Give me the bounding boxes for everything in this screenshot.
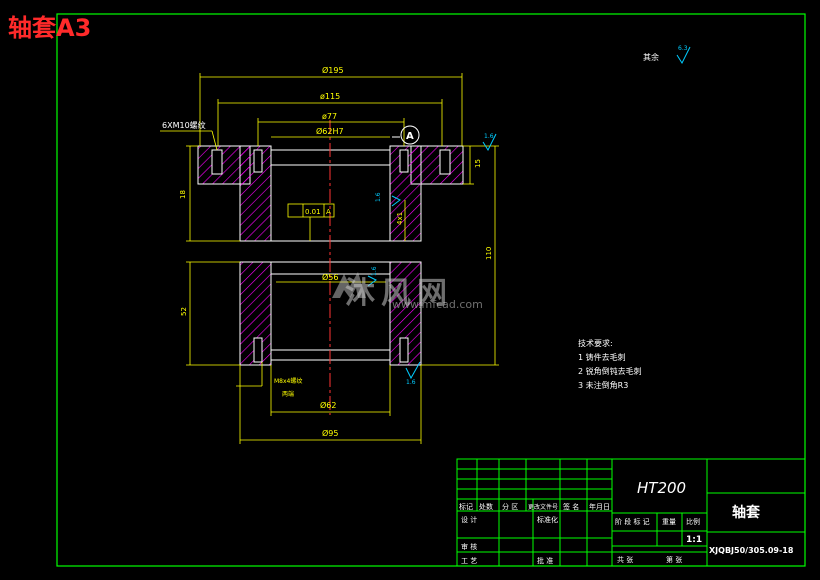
tb-design: 设 计 — [461, 515, 477, 524]
roughness-2: 1.6 — [375, 192, 382, 202]
datum-marker — [392, 125, 420, 145]
tb-sheet: 第 张 — [666, 555, 682, 564]
tb-ratio: 比例 — [686, 517, 700, 526]
roughness-3: 1.6 — [406, 379, 416, 386]
roughness-4: 1.6 — [371, 266, 378, 276]
dim-d115: ø115 — [320, 92, 340, 101]
watermark-url: www.mfcad.com — [392, 298, 483, 311]
remaining-surface-label: 其余 — [643, 52, 659, 62]
tb-weight: 重量 — [662, 518, 676, 526]
tech-note-item: 1 铸件去毛刺 — [578, 353, 626, 362]
dim-tap: M8x4螺纹 — [274, 377, 302, 385]
flatness-value: 0.01 — [305, 208, 321, 216]
tb-date: 年月日 — [589, 502, 610, 511]
dim-52: 52 — [180, 307, 188, 316]
title-block — [456, 458, 806, 567]
section-outline — [211, 149, 451, 363]
tb-mark: 标记 — [459, 502, 473, 511]
dim-15: 15 — [474, 159, 482, 168]
dim-d195: Ø195 — [322, 65, 344, 75]
dim-110: 110 — [485, 247, 493, 260]
dim-d56: Ø56 — [322, 272, 338, 282]
tb-count: 处数 — [479, 502, 493, 511]
roughness-1: 1.6 — [484, 133, 494, 140]
drawing-number: XJQBJ50/305.09-18 — [709, 546, 794, 555]
dim-holes: 6XM10螺纹 — [162, 120, 206, 130]
dim-18: 18 — [179, 190, 187, 199]
watermark-logo-icon — [332, 272, 366, 298]
section-hatching — [197, 145, 464, 366]
dim-d77: ø77 — [322, 112, 337, 121]
tb-change-doc: 更改文件号 — [528, 503, 558, 511]
tb-sign: 签 名 — [563, 502, 579, 511]
watermark-text: 沐风网 — [345, 276, 453, 311]
dim-d95: Ø95 — [322, 428, 338, 438]
tb-zone: 分 区 — [502, 502, 518, 511]
drawing-title: 轴套A3 — [8, 14, 92, 42]
drawing-text: Ø195 ø115 ø77 Ø62H7 6XM10螺纹 18 15 110 52… — [162, 45, 794, 565]
tech-note-item: 3 未注倒角R3 — [578, 381, 629, 390]
tb-process: 工 艺 — [461, 557, 477, 565]
flatness-datum: A — [326, 208, 331, 216]
drawing-border — [56, 13, 806, 567]
part-name: 轴套 — [732, 504, 760, 521]
tb-sheets: 共 张 — [617, 555, 633, 564]
dim-4x1: 4x1 — [396, 212, 404, 225]
material: HT200 — [637, 479, 686, 497]
scale-value: 1:1 — [686, 535, 702, 545]
dim-d62h7: Ø62H7 — [316, 126, 344, 136]
tech-notes-heading: 技术要求: — [578, 339, 613, 348]
tb-check: 审 核 — [461, 542, 477, 551]
tb-std: 标准化 — [537, 515, 558, 524]
dim-d62: Ø62 — [320, 400, 336, 410]
dimension-lines — [160, 73, 499, 444]
technical-notes: 技术要求: 1 铸件去毛刺 2 锐角倒钝去毛刺 3 未注倒角R3 — [578, 337, 642, 393]
remaining-surface-value: 6.3 — [678, 45, 688, 52]
tech-note-item: 2 锐角倒钝去毛刺 — [578, 367, 642, 376]
dim-tap-ends: 两端 — [282, 390, 294, 398]
datum-letter: A — [406, 131, 414, 142]
tb-approve: 批 准 — [537, 556, 553, 565]
roughness-symbols — [367, 46, 691, 380]
tb-stage: 阶 段 标 记 — [615, 517, 650, 526]
